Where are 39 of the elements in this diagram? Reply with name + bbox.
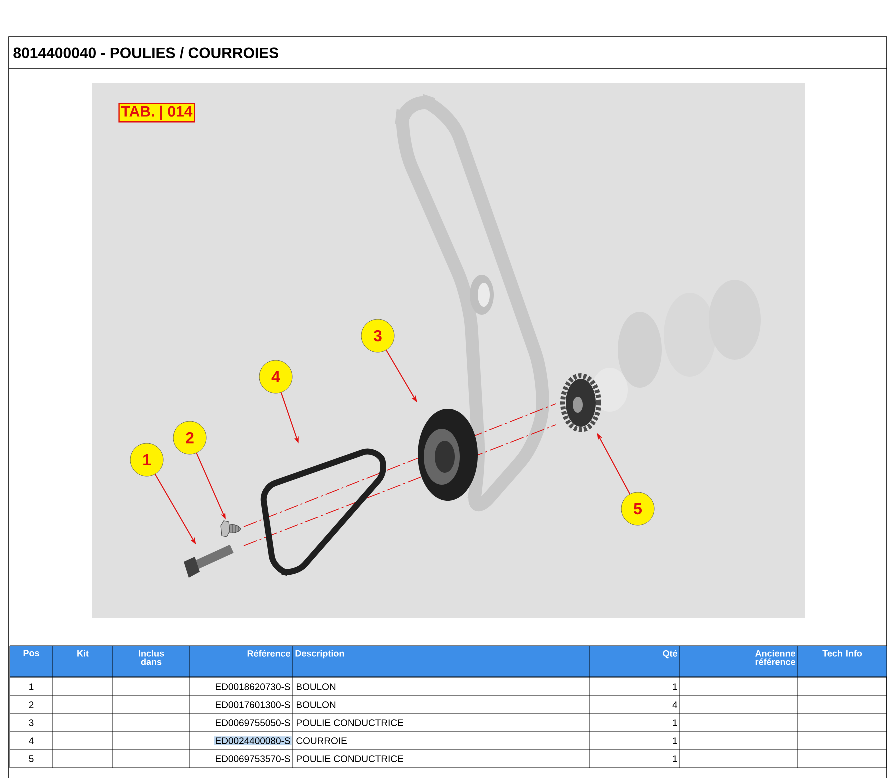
table-cell: 4	[672, 702, 678, 708]
callout-number: 2	[173, 421, 207, 455]
table-cell: 1	[673, 738, 678, 744]
header-cell: Référence	[190, 646, 293, 677]
table-cell: 1	[30, 684, 34, 690]
header-cell: Qté	[590, 646, 680, 677]
header-cell: Pos	[10, 646, 53, 677]
bolt-drawing	[184, 544, 234, 578]
pulley-drawing	[418, 409, 478, 501]
table-cell: 1	[673, 756, 678, 762]
table-cell: ED0018620730-S	[216, 684, 290, 690]
table-cell: 1	[673, 684, 678, 690]
table-cell: 2	[29, 702, 34, 708]
belt-drawing	[260, 448, 386, 576]
table-cell: BOULON	[297, 702, 336, 708]
header-cell: Tech Info	[798, 646, 887, 677]
callout-number: 5	[621, 492, 655, 526]
callout-number: 1	[130, 443, 164, 477]
title-text: 8014400040 - POULIES / COURROIES	[14, 47, 279, 59]
header-cell: Inclus dans	[113, 646, 190, 677]
callout-number: 3	[361, 319, 395, 353]
table-cell: COURROIE	[296, 738, 347, 744]
screw-drawing	[220, 520, 242, 538]
sprocket-drawing	[560, 374, 602, 432]
table-cell: 1	[673, 720, 678, 726]
table-cell: ED0024400080-S	[214, 736, 292, 746]
header-cell: Ancienne référence	[680, 646, 798, 677]
table-cell: BOULON	[297, 684, 336, 690]
table-cell: 3	[29, 720, 34, 726]
callout-number: 4	[259, 360, 293, 394]
table-cell: ED0017601300-S	[216, 702, 290, 708]
header-cell: Kit	[53, 646, 113, 677]
table-cell: POULIE CONDUCTRICE	[297, 720, 404, 726]
table-tag: TAB. | 014	[118, 103, 196, 123]
table-cell: POULIE CONDUCTRICE	[297, 756, 404, 762]
table-cell: ED0069753570-S	[216, 756, 290, 762]
table-cell: 4	[29, 738, 34, 744]
table-cell: 5	[29, 756, 34, 762]
table-cell: ED0069755050-S	[216, 720, 290, 726]
